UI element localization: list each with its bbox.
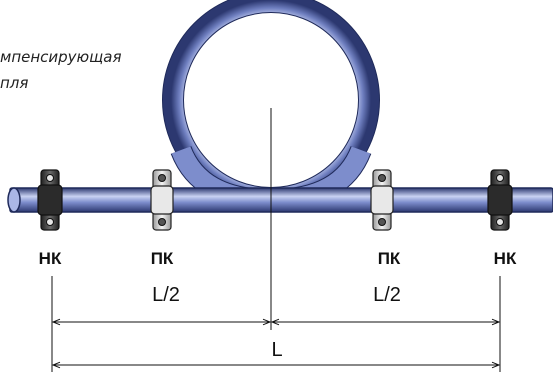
label-fixed-right: НК — [494, 249, 517, 268]
caption-line-2: пля — [0, 74, 29, 92]
straight-pipe — [7, 187, 553, 213]
sliding-support-left — [150, 169, 174, 231]
label-sliding-left: ПК — [151, 249, 174, 268]
label-sliding-right: ПК — [378, 249, 401, 268]
fixed-support-left — [37, 169, 63, 231]
dimension-half-left: L/2 — [152, 284, 180, 306]
sliding-support-right — [370, 169, 394, 231]
dimension-total: L — [271, 339, 282, 361]
caption: мпенсирующая пля — [0, 44, 122, 96]
fixed-support-right — [487, 169, 513, 231]
dimension-half-right: L/2 — [373, 284, 401, 306]
label-fixed-left: НК — [39, 249, 62, 268]
caption-line-1: мпенсирующая — [0, 48, 122, 66]
